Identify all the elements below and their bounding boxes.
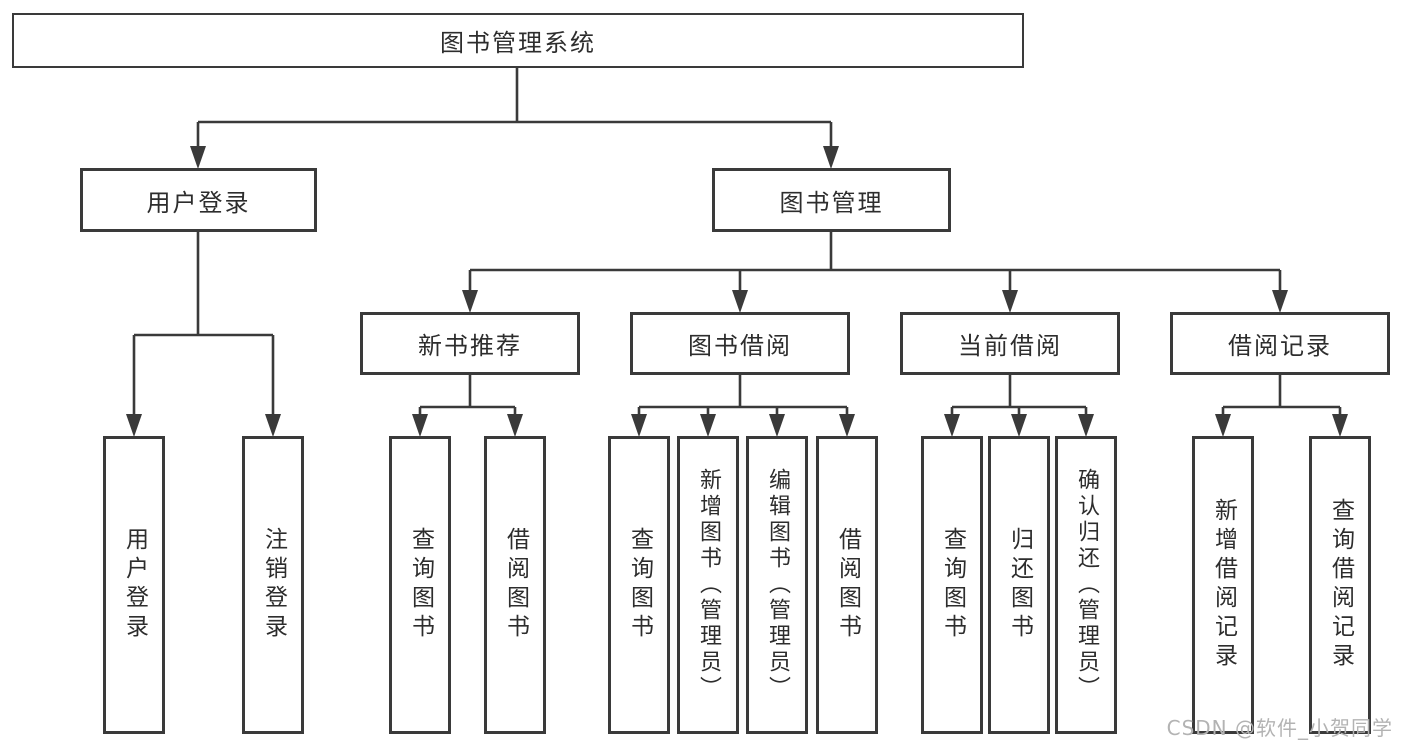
leaf-borrow-books-recommend: 借阅图书 <box>484 436 546 734</box>
arrowheads <box>126 146 1348 437</box>
node-label: 借阅图书 <box>834 527 861 643</box>
node-current-borrowing: 当前借阅 <box>900 312 1120 375</box>
node-label: 查询图书 <box>939 527 966 643</box>
node-label: 查询借阅记录 <box>1327 498 1354 672</box>
node-label: 新增借阅记录 <box>1210 498 1237 672</box>
node-label: 编辑图书（管理员） <box>765 468 790 702</box>
node-label: 借阅记录 <box>1228 332 1332 360</box>
node-new-book-recommendation: 新书推荐 <box>360 312 580 375</box>
node-label: 图书管理系统 <box>440 29 596 57</box>
node-book-management: 图书管理 <box>712 168 951 232</box>
leaf-add-books-admin: 新增图书（管理员） <box>677 436 739 734</box>
node-label: 新增图书（管理员） <box>696 468 721 702</box>
node-label: 查询图书 <box>407 527 434 643</box>
leaf-query-books-recommend: 查询图书 <box>389 436 451 734</box>
leaf-return-books: 归还图书 <box>988 436 1050 734</box>
node-label: 图书借阅 <box>688 332 792 360</box>
node-label: 借阅图书 <box>502 527 529 643</box>
node-borrowing-records: 借阅记录 <box>1170 312 1390 375</box>
node-library-management-system: 图书管理系统 <box>12 13 1024 68</box>
node-label: 注销登录 <box>260 527 287 643</box>
node-label: 用户登录 <box>121 527 148 643</box>
node-label: 用户登录 <box>146 188 251 217</box>
node-label: 归还图书 <box>1006 527 1033 643</box>
leaf-confirm-return-admin: 确认归还（管理员） <box>1055 436 1117 734</box>
leaf-borrow-books-borrowing: 借阅图书 <box>816 436 878 734</box>
leaf-add-borrow-record: 新增借阅记录 <box>1192 436 1254 734</box>
node-label: 确认归还（管理员） <box>1074 468 1099 702</box>
leaf-edit-books-admin: 编辑图书（管理员） <box>746 436 808 734</box>
node-user-login: 用户登录 <box>80 168 317 232</box>
leaf-query-borrow-record: 查询借阅记录 <box>1309 436 1371 734</box>
node-label: 新书推荐 <box>418 332 522 360</box>
leaf-user-login: 用户登录 <box>103 436 165 734</box>
node-label: 查询图书 <box>626 527 653 643</box>
csdn-watermark: CSDN @软件_小贺同学 <box>1166 716 1393 740</box>
node-book-borrowing: 图书借阅 <box>630 312 850 375</box>
leaf-query-books-borrowing: 查询图书 <box>608 436 670 734</box>
leaf-query-books-current: 查询图书 <box>921 436 983 734</box>
node-label: 当前借阅 <box>958 332 1062 360</box>
leaf-logout-login: 注销登录 <box>242 436 304 734</box>
node-label: 图书管理 <box>779 188 884 217</box>
